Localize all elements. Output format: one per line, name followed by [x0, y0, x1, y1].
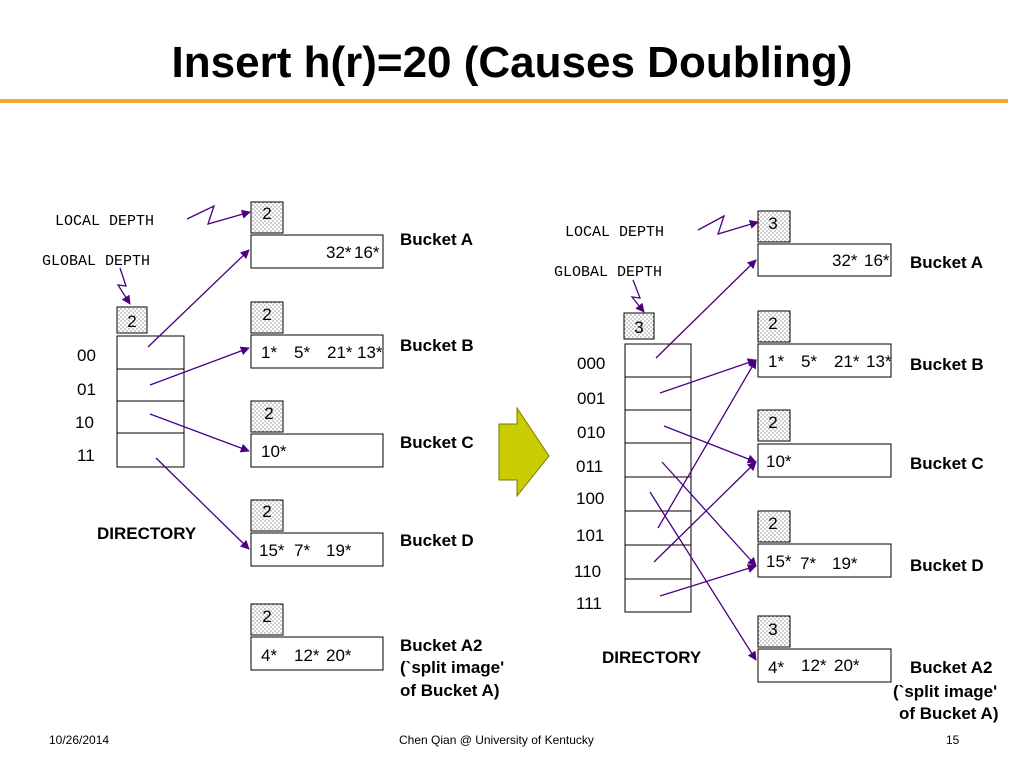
bucket-entry: 32*: [326, 243, 352, 262]
dir-label: 101: [576, 526, 604, 545]
dir-label: 11: [77, 446, 95, 465]
dir-label: 110: [574, 562, 601, 581]
local-depth-value: 3: [768, 620, 777, 639]
bucket-entry: 19*: [832, 554, 858, 573]
bucket-entry: 19*: [326, 541, 352, 560]
local-depth-value: 2: [768, 413, 777, 432]
bucket-name: Bucket A: [400, 230, 473, 249]
local-depth-value: 2: [262, 607, 271, 626]
global-depth-box: [116, 306, 148, 334]
bucket-name-line: of Bucket A): [899, 704, 999, 723]
local-depth-value: 2: [262, 204, 271, 223]
bucket-c: 2 10* Bucket C: [757, 409, 984, 478]
bucket-entry: 15*: [766, 552, 792, 571]
bucket-name-line: (`split image': [400, 658, 504, 677]
transition-arrow-icon: [498, 406, 550, 498]
slide-title: Insert h(r)=20 (Causes Doubling): [171, 38, 853, 87]
bucket-entry: 10*: [261, 442, 287, 461]
bucket-a: 3 32* 16* Bucket A: [757, 210, 983, 277]
left-diagram: LOCAL DEPTH GLOBAL DEPTH 2 00 01 10 11 D…: [42, 201, 504, 700]
bucket-b: 2 1* 5* 21* 13* Bucket B: [757, 310, 984, 378]
dir-label: 01: [77, 380, 96, 399]
bucket-name: Bucket A2: [400, 636, 483, 655]
bucket-entry: 32*: [832, 251, 858, 270]
bucket-entry: 10*: [766, 452, 792, 471]
bucket-entry: 7*: [800, 554, 816, 573]
bucket-entry: 21*: [327, 343, 353, 362]
footer-date: 10/26/2014: [49, 733, 110, 747]
dir-label: 10: [75, 413, 94, 432]
footer-attribution: Chen Qian @ University of Kentucky: [399, 733, 594, 747]
page-number: 15: [946, 733, 960, 747]
directory-label: DIRECTORY: [602, 648, 702, 667]
dir-label: 011: [576, 457, 603, 476]
local-depth-label: LOCAL DEPTH: [55, 213, 154, 230]
global-depth-value: 3: [634, 318, 643, 337]
dir-label: 000: [577, 354, 605, 373]
right-diagram: LOCAL DEPTH GLOBAL DEPTH 3 000 001 010 0…: [554, 210, 999, 723]
bucket-entry: 16*: [864, 251, 890, 270]
bucket-name-line: of Bucket A): [400, 681, 500, 700]
bucket-entry: 1*: [768, 352, 784, 371]
bucket-name: Bucket A2: [910, 658, 993, 677]
dir-label: 111: [576, 594, 602, 613]
bucket-name: Bucket C: [910, 454, 984, 473]
local-depth-value: 2: [262, 305, 271, 324]
bucket-entry: 20*: [834, 656, 860, 675]
bucket-name-line: (`split image': [893, 682, 997, 701]
bucket-a: 2 32* 16* Bucket A: [250, 201, 473, 269]
bucket-entry: 5*: [294, 343, 310, 362]
bucket-name: Bucket A: [910, 253, 983, 272]
local-depth-value: 2: [768, 314, 777, 333]
dir-label: 00: [77, 346, 96, 365]
bucket-entry: 7*: [294, 541, 310, 560]
bucket-a2: 2 4* 12* 20* Bucket A2 (`split image' of…: [250, 603, 504, 700]
local-depth-value: 2: [262, 502, 271, 521]
bucket-d: 2 15* 7* 19* Bucket D: [757, 510, 984, 578]
global-depth-value: 2: [127, 312, 136, 331]
bucket-entry: 1*: [261, 343, 277, 362]
global-depth-pointer: [630, 279, 645, 313]
bucket-name: Bucket D: [400, 531, 474, 550]
bucket-entry: 12*: [801, 656, 827, 675]
bucket-entry: 13*: [866, 352, 892, 371]
bucket-name: Bucket B: [910, 355, 984, 374]
global-depth-label: GLOBAL DEPTH: [42, 253, 150, 270]
bucket-d: 2 15* 7* 19* Bucket D: [250, 499, 474, 567]
dir-label: 010: [577, 423, 605, 442]
bucket-b: 2 1* 5* 21* 13* Bucket B: [250, 301, 474, 369]
local-depth-value: 2: [768, 514, 777, 533]
bucket-entry: 4*: [261, 646, 277, 665]
directory: [624, 343, 692, 613]
local-depth-value: 2: [264, 404, 273, 423]
local-depth-label: LOCAL DEPTH: [565, 224, 664, 241]
right-pointers: [649, 259, 757, 661]
global-depth-box: [623, 312, 655, 340]
bucket-c: 2 10* Bucket C: [250, 400, 474, 468]
bucket-entry: 4*: [768, 658, 784, 677]
bucket-entry: 21*: [834, 352, 860, 371]
bucket-name: Bucket C: [400, 433, 474, 452]
global-depth-pointer: [116, 267, 131, 305]
bucket-entry: 20*: [326, 646, 352, 665]
local-depth-pointer: [186, 204, 251, 225]
directory-label: DIRECTORY: [97, 524, 197, 543]
title-underline: [0, 99, 1008, 103]
bucket-entry: 13*: [357, 343, 383, 362]
bucket-entry: 5*: [801, 352, 817, 371]
local-depth-pointer: [697, 214, 759, 235]
bucket-entry: 16*: [354, 243, 380, 262]
bucket-name: Bucket B: [400, 336, 474, 355]
bucket-entry: 12*: [294, 646, 320, 665]
bucket-a2: 3 4* 12* 20* Bucket A2 (`split image' of…: [757, 615, 999, 723]
bucket-entry: 15*: [259, 541, 285, 560]
local-depth-value: 3: [768, 214, 777, 233]
dir-label: 100: [576, 489, 604, 508]
left-pointers: [147, 249, 250, 550]
dir-label: 001: [577, 389, 605, 408]
global-depth-label: GLOBAL DEPTH: [554, 264, 662, 281]
bucket-name: Bucket D: [910, 556, 984, 575]
